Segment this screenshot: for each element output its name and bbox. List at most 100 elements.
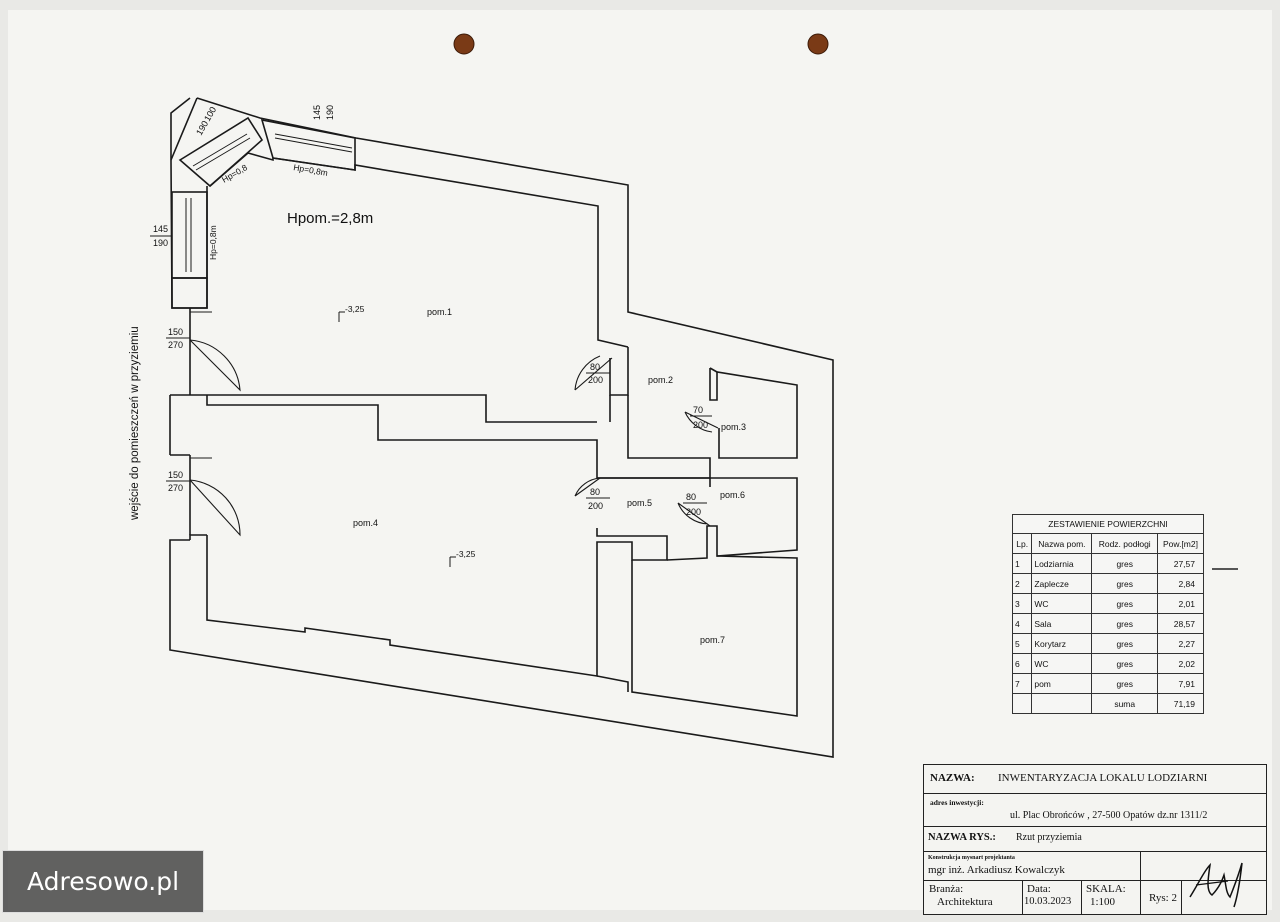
row-name: Zaplecze [1031, 573, 1093, 594]
designer-label: Konstrukcja mysnart projektanta [928, 855, 1015, 861]
row-floor: gres [1091, 613, 1158, 634]
row-name: Sala [1031, 613, 1093, 634]
row-name: Lodziarnia [1031, 553, 1093, 574]
door-4-height: 200 [693, 420, 708, 430]
scale-label: SKALA: [1086, 883, 1126, 895]
row-name: pom [1031, 673, 1093, 694]
row-lp: 2 [1011, 573, 1033, 594]
table-header: Lp. [1011, 533, 1033, 554]
door-3-height: 200 [588, 375, 603, 385]
door-4 [684, 411, 719, 433]
watermark: Adresowo.pl [2, 850, 204, 913]
date-label: Data: [1027, 883, 1051, 895]
scale-cell: SKALA: 1:100 [1082, 881, 1141, 914]
area-summary-table: ZESTAWIENIE POWIERZCHNI Lp. Nazwa pom. R… [1011, 514, 1205, 714]
door-5 [574, 477, 601, 497]
sheet-value: Rys: 2 [1149, 892, 1177, 904]
punch-hole-right [807, 33, 829, 55]
svg-text:-3,25: -3,25 [345, 304, 365, 314]
room-label-5: pom.5 [627, 498, 652, 508]
table-row: 4 Sala gres 28,57 [1011, 613, 1205, 634]
row-area: 7,91 [1156, 673, 1205, 694]
door-6 [677, 502, 711, 527]
door-3-width: 80 [590, 362, 600, 372]
door-2-width: 150 [168, 470, 183, 480]
row-lp: 5 [1011, 633, 1033, 654]
door-1 [189, 311, 241, 392]
table-row: 5 Korytarz gres 2,27 [1011, 633, 1205, 654]
row-floor: gres [1091, 553, 1158, 574]
table-row: 1 Lodziarnia gres 27,57 [1011, 553, 1205, 574]
punch-hole-left [453, 33, 475, 55]
drawing-label: NAZWA RYS.: [928, 832, 996, 843]
window-2-width: 145 [312, 105, 322, 120]
level-mark-2: -3,25 [449, 549, 476, 567]
row-floor: gres [1091, 653, 1158, 674]
scale-value: 1:100 [1090, 896, 1116, 908]
table-row: 6 WC gres 2,02 [1011, 653, 1205, 674]
designer-value: mgr inż. Arkadiusz Kowalczyk [928, 864, 1065, 876]
entrance-label: wejście do pomieszczeń w przyziemiu [129, 326, 141, 521]
title-drawing-row: NAZWA RYS.: Rzut przyziemia [924, 827, 1266, 852]
row-area: 27,57 [1156, 553, 1205, 574]
title-block: NAZWA: INWENTARYZACJA LOKALU LODZIARNI a… [923, 764, 1267, 915]
door-1-width: 150 [168, 327, 183, 337]
date-cell: Data: 10.03.2023 [1023, 881, 1082, 914]
row-lp: 7 [1011, 673, 1033, 694]
name-label: NAZWA: [930, 772, 975, 784]
drawing-value: Rzut przyziemia [1016, 832, 1082, 843]
table-row: 2 Zaplecze gres 2,84 [1011, 573, 1205, 594]
name-value: INWENTARYZACJA LOKALU LODZIARNI [998, 772, 1208, 784]
door-5-height: 200 [588, 501, 603, 511]
row-lp: 1 [1011, 553, 1033, 574]
row-lp: 3 [1011, 593, 1033, 614]
window-3-width: 145 [153, 224, 168, 234]
address-value: ul. Plac Obrońców , 27-500 Opatów dz.nr … [1010, 810, 1208, 821]
paper [8, 10, 1272, 910]
row-floor: gres [1091, 593, 1158, 614]
window-3 [171, 191, 208, 309]
sum-label: suma [1091, 693, 1158, 714]
row-area: 2,02 [1156, 653, 1205, 674]
row-lp: 6 [1011, 653, 1033, 674]
table-sum-row: suma 71,19 [1011, 693, 1205, 714]
title-address-row: adres inwestycji: ul. Plac Obrońców , 27… [924, 794, 1266, 827]
level-mark-1: -3,25 [338, 304, 365, 322]
table-header: Rodz. podłogi [1091, 533, 1158, 554]
row-floor: gres [1091, 633, 1158, 654]
row-area: 2,01 [1156, 593, 1205, 614]
door-3 [574, 355, 613, 391]
signature [1189, 862, 1243, 908]
title-name-row: NAZWA: INWENTARYZACJA LOKALU LODZIARNI [924, 765, 1266, 794]
window-3-height: 190 [153, 238, 168, 248]
row-area: 28,57 [1156, 613, 1205, 634]
row-name: WC [1031, 593, 1093, 614]
divider [1140, 852, 1141, 880]
branch-cell: Branża: Architektura [924, 881, 1023, 914]
door-2 [189, 457, 241, 537]
room-label-6: pom.6 [720, 490, 745, 500]
area-table-caption: ZESTAWIENIE POWIERZCHNI [1012, 514, 1204, 533]
sheet-cell: Rys: 2 [1141, 881, 1182, 914]
title-designer-row: Konstrukcja mysnart projektanta mgr inż.… [924, 852, 1266, 881]
row-floor: gres [1091, 573, 1158, 594]
window-3-sill: Hp=0,8m [208, 225, 218, 260]
date-value: 10.03.2023 [1024, 896, 1072, 907]
window-1 [178, 116, 264, 188]
room-label-7: pom.7 [700, 635, 725, 645]
room-label-3: pom.3 [721, 422, 746, 432]
room-label-4: pom.4 [353, 518, 378, 528]
interior-walls [189, 308, 798, 717]
window-2-height: 190 [325, 105, 335, 120]
table-header: Nazwa pom. [1031, 533, 1093, 554]
svg-text:-3,25: -3,25 [456, 549, 476, 559]
branch-label: Branża: [929, 883, 964, 895]
room-label-2: pom.2 [648, 375, 673, 385]
door-5-width: 80 [590, 487, 600, 497]
door-1-height: 270 [168, 340, 183, 350]
row-lp: 4 [1011, 613, 1033, 634]
row-floor: gres [1091, 673, 1158, 694]
row-name: WC [1031, 653, 1093, 674]
table-row: 7 pom gres 7,91 [1011, 673, 1205, 694]
